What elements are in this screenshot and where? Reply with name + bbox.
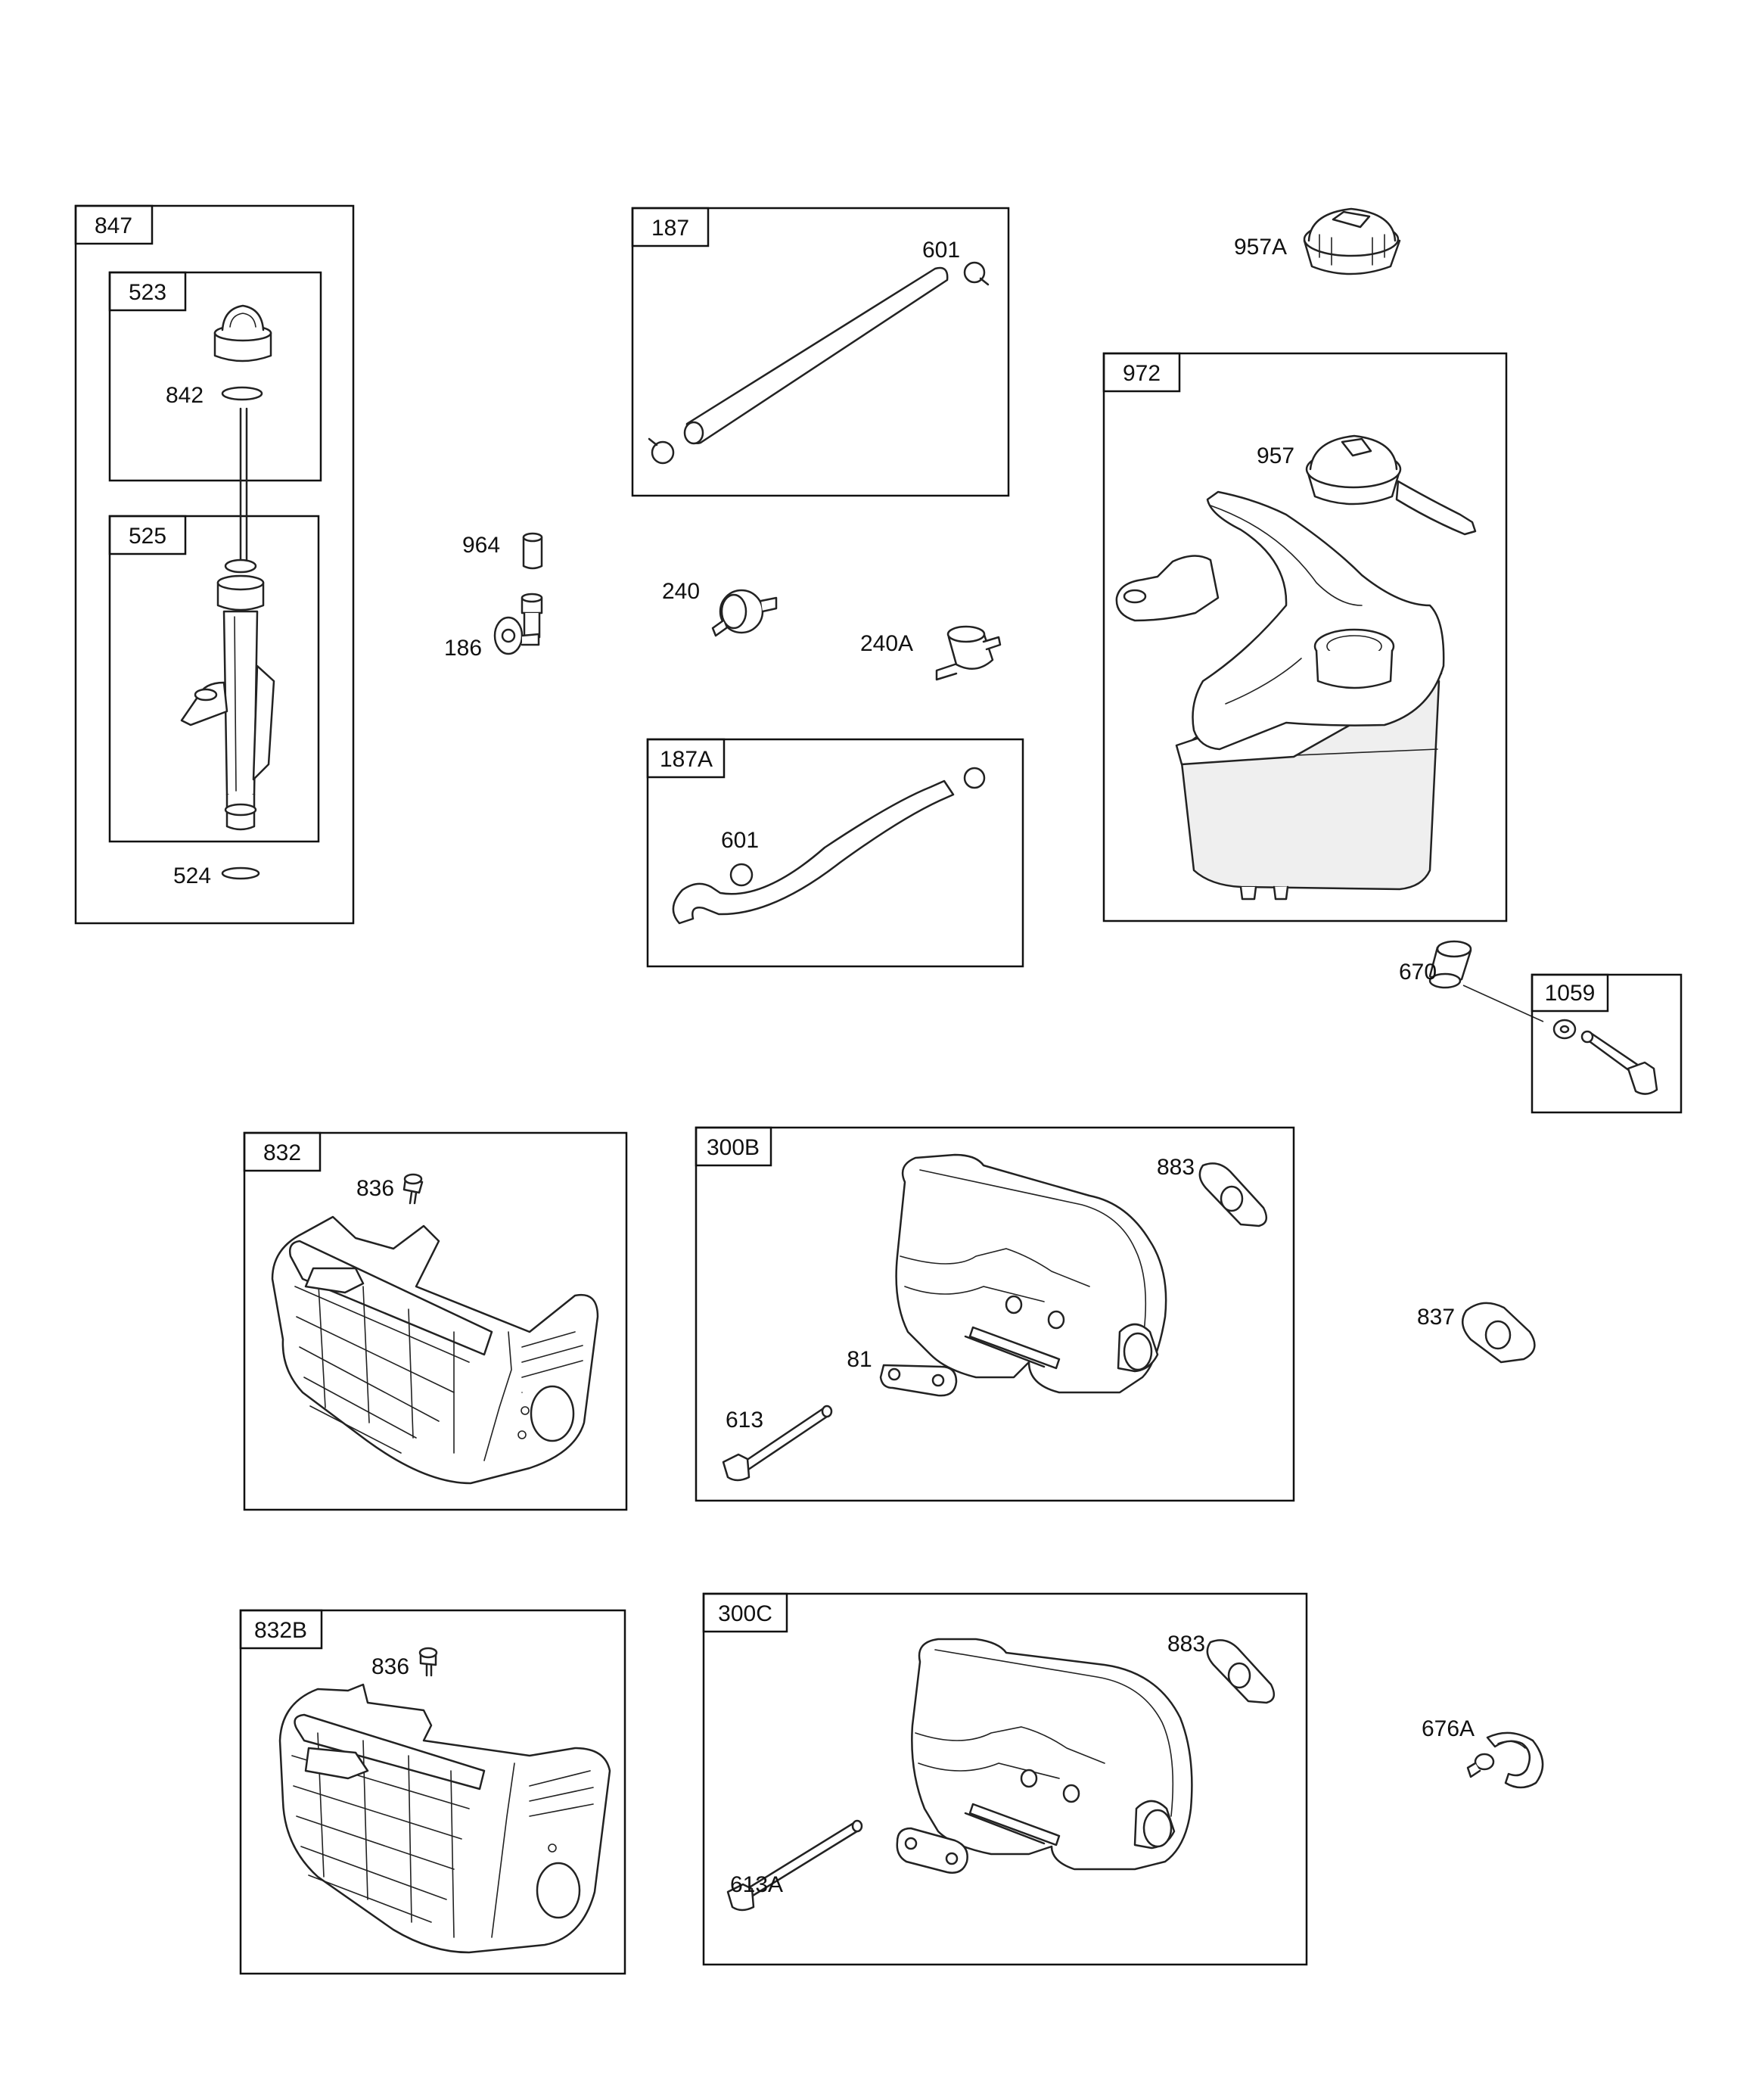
callout-836-upper: 836 [356, 1176, 394, 1201]
clamp-601-lower-part [729, 863, 754, 887]
callout-186: 186 [444, 636, 482, 661]
label-187a: 187A [660, 747, 713, 772]
bolt-613-part [722, 1405, 833, 1482]
muffler-300b-part [895, 1153, 1167, 1394]
gasket-837-part [1461, 1302, 1536, 1364]
spacer-670-part [1428, 940, 1472, 989]
fuel-line-187-part [685, 266, 949, 444]
label-525: 525 [129, 524, 166, 549]
label-832b: 832B [254, 1618, 307, 1643]
bolt-613a-part [726, 1819, 863, 1912]
callout-842: 842 [166, 383, 204, 408]
callout-883-lower: 883 [1167, 1632, 1205, 1657]
assembly-300c: 300C 883 613A [702, 1592, 1308, 1966]
o-ring-842-part [221, 386, 263, 401]
callout-957a: 957A [1234, 235, 1287, 260]
fuel-cap-957a-part [1303, 207, 1401, 275]
dipstick-cap-part [213, 304, 272, 362]
label-832: 832 [263, 1140, 301, 1165]
assembly-847: 847 523 525 842 [74, 204, 355, 925]
callout-837: 837 [1417, 1305, 1455, 1330]
label-300c: 300C [718, 1601, 772, 1626]
clamp-187-lower-part [651, 440, 675, 465]
callout-240a: 240A [860, 631, 913, 656]
callout-964: 964 [462, 533, 500, 558]
assembly-832: 832 836 [243, 1131, 628, 1511]
fuel-tank-part [1115, 490, 1445, 901]
clamp-676a-part [1466, 1731, 1544, 1789]
assembly-187: 187 601 [631, 207, 1010, 497]
filter-240a-part [935, 625, 1002, 681]
leader-670-1059 [1462, 985, 1544, 1022]
callout-240: 240 [662, 579, 700, 604]
assembly-187a: 187A 601 [646, 738, 1024, 968]
muffler-300c-part [911, 1638, 1193, 1871]
filter-240-part [711, 589, 778, 637]
callout-524: 524 [173, 863, 211, 888]
heat-shield-832b-part [278, 1683, 611, 1954]
clamp-187a-upper-part [963, 767, 986, 789]
valve-186-part [493, 593, 543, 655]
label-187: 187 [651, 216, 689, 241]
callout-883-upper: 883 [1157, 1155, 1195, 1180]
callout-957: 957 [1257, 443, 1294, 468]
o-ring-524-part [221, 866, 260, 880]
screw-836-upper-part [402, 1173, 424, 1205]
fuel-line-187a-part [672, 779, 955, 925]
callout-613: 613 [726, 1408, 763, 1433]
callout-601-lower: 601 [721, 828, 759, 853]
sleeve-964-part [522, 536, 543, 570]
bolt-1059-part [1552, 1019, 1658, 1095]
dipstick-tube-part [180, 558, 275, 831]
callout-670: 670 [1399, 960, 1437, 985]
assembly-972: 972 957 [1102, 352, 1508, 922]
label-972: 972 [1123, 361, 1161, 386]
deflector-81-part [879, 1364, 958, 1397]
filters-240: 240 240A [662, 579, 1002, 681]
label-847: 847 [95, 213, 132, 238]
assembly-300b: 300B 883 81 613 [695, 1126, 1295, 1502]
label-1059: 1059 [1545, 981, 1596, 1006]
fitting-964-186: 964 186 [444, 532, 543, 661]
callout-613a: 613A [730, 1872, 783, 1897]
callout-836-lower: 836 [371, 1654, 409, 1679]
dipstick-rod-part [239, 407, 248, 562]
callout-676a: 676A [1422, 1716, 1475, 1741]
deflector-300c-part [896, 1827, 968, 1874]
callout-81: 81 [847, 1347, 872, 1372]
heat-shield-832-part [271, 1215, 599, 1485]
label-300b: 300B [707, 1135, 760, 1160]
gasket-883-upper-part [1198, 1162, 1268, 1227]
callout-601-upper: 601 [922, 238, 960, 263]
assembly-1059: 1059 [1531, 973, 1683, 1114]
clamp-601-upper-part [963, 261, 986, 284]
gasket-883-lower-part [1206, 1639, 1276, 1704]
fuel-cap-957-part [1305, 434, 1477, 536]
assembly-832b: 832B 836 [239, 1609, 626, 1975]
label-523: 523 [129, 280, 166, 305]
screw-836-lower-part [418, 1647, 438, 1677]
